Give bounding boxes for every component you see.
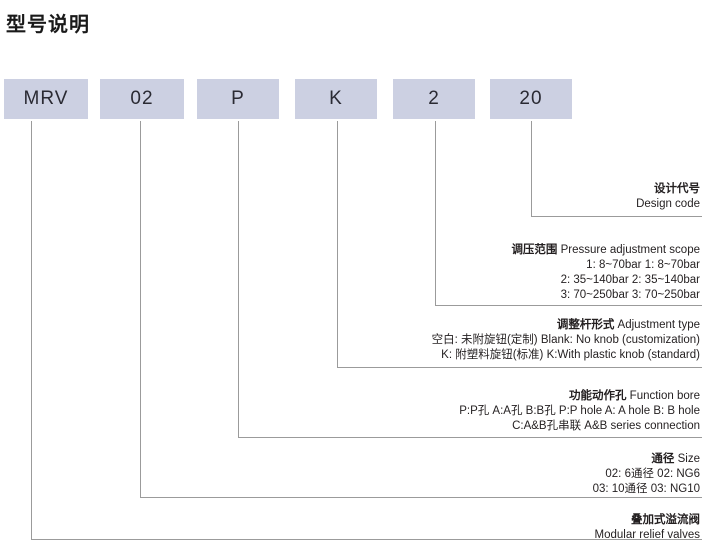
desc-product-heading-en: Modular relief valves xyxy=(594,529,700,541)
page-title: 型号说明 xyxy=(6,14,90,36)
desc-pressure-heading-en: Pressure adjustment scope xyxy=(560,244,700,256)
desc-pressure-option-1-en: 1: 8~70bar xyxy=(644,259,700,271)
leader-pressure xyxy=(434,121,702,307)
desc-function-bore-option-2-en: A&B series connection xyxy=(584,420,700,432)
desc-pressure: 调压范围 Pressure adjustment scope 1: 8~70ba… xyxy=(511,243,700,303)
code-box-design-label: 20 xyxy=(519,88,543,109)
desc-function-bore-option-1-cn: P:P孔 A:A孔 B:B孔 xyxy=(459,405,556,417)
desc-design-code-heading-cn: 设计代号 xyxy=(654,183,700,195)
desc-adjustment-option-2-cn: K: 附塑料旋钮(标准) xyxy=(441,349,544,361)
desc-adjustment-heading-cn: 调整杆形式 xyxy=(556,319,615,331)
desc-adjustment-heading-row: 调整杆形式 Adjustment type xyxy=(432,318,700,333)
desc-size-heading-row: 通径 Size xyxy=(593,452,700,467)
desc-pressure-option-1: 1: 8~70bar 1: 8~70bar xyxy=(511,258,700,273)
desc-size-heading-cn: 通径 xyxy=(651,453,675,465)
desc-function-bore-heading-cn: 功能动作孔 xyxy=(568,390,627,402)
desc-size: 通径 Size 02: 6通径 02: NG6 03: 10通径 03: NG1… xyxy=(593,452,700,497)
desc-pressure-option-2: 2: 35~140bar 2: 35~140bar xyxy=(511,273,700,288)
desc-size-option-1-cn: 02: 6通径 xyxy=(605,468,654,480)
desc-pressure-heading-cn: 调压范围 xyxy=(511,244,558,256)
desc-pressure-option-1-cn: 1: 8~70bar xyxy=(586,259,642,271)
desc-adjustment-option-1: 空白: 未附旋钮(定制) Blank: No knob (customizati… xyxy=(432,333,700,348)
desc-pressure-option-2-en: 2: 35~140bar xyxy=(631,274,700,286)
desc-function-bore: 功能动作孔 Function bore P:P孔 A:A孔 B:B孔 P:P h… xyxy=(459,389,700,434)
desc-pressure-option-3: 3: 70~250bar 3: 70~250bar xyxy=(511,288,700,303)
code-box-size-label: 02 xyxy=(130,88,154,109)
desc-adjustment-option-1-en: Blank: No knob (customization) xyxy=(540,334,700,346)
desc-function-bore-option-1-en: P:P hole A: A hole B: B hole xyxy=(558,405,700,417)
leader-product xyxy=(30,121,702,541)
desc-adjustment-option-2: K: 附塑料旋钮(标准) K:With plastic knob (standa… xyxy=(432,348,700,363)
code-box-pressure[interactable]: 2 xyxy=(393,79,475,119)
leader-adjustment xyxy=(336,121,702,369)
desc-function-bore-option-1: P:P孔 A:A孔 B:B孔 P:P hole A: A hole B: B h… xyxy=(459,404,700,419)
desc-size-option-2-en: 03: NG10 xyxy=(650,483,700,495)
code-box-series[interactable]: MRV xyxy=(4,79,88,119)
code-box-bore-label: P xyxy=(231,88,245,109)
desc-adjustment: 调整杆形式 Adjustment type 空白: 未附旋钮(定制) Blank… xyxy=(432,318,700,363)
desc-adjustment-option-2-en: K:With plastic knob (standard) xyxy=(546,349,700,361)
code-box-knob-label: K xyxy=(329,88,343,109)
code-box-series-label: MRV xyxy=(23,88,69,109)
desc-size-option-2: 03: 10通径 03: NG10 xyxy=(593,482,700,497)
desc-adjustment-heading-en: Adjustment type xyxy=(617,319,700,331)
code-box-design[interactable]: 20 xyxy=(490,79,572,119)
code-box-bore[interactable]: P xyxy=(197,79,279,119)
leader-design-code xyxy=(530,121,702,218)
desc-pressure-option-3-en: 3: 70~250bar xyxy=(631,289,700,301)
desc-function-bore-heading-row: 功能动作孔 Function bore xyxy=(459,389,700,404)
desc-function-bore-option-2: C:A&B孔串联 A&B series connection xyxy=(459,419,700,434)
desc-product-heading-cn: 叠加式溢流阀 xyxy=(631,514,700,526)
desc-function-bore-option-2-cn: C:A&B孔串联 xyxy=(512,420,582,432)
code-box-size[interactable]: 02 xyxy=(100,79,184,119)
desc-pressure-option-3-cn: 3: 70~250bar xyxy=(560,289,629,301)
code-box-pressure-label: 2 xyxy=(428,88,440,109)
desc-pressure-option-2-cn: 2: 35~140bar xyxy=(560,274,629,286)
desc-adjustment-option-1-cn: 空白: 未附旋钮(定制) xyxy=(431,334,538,346)
desc-design-code-heading-en: Design code xyxy=(636,198,700,210)
leader-function-bore xyxy=(237,121,702,439)
desc-size-option-1-en: 02: NG6 xyxy=(657,468,700,480)
desc-size-option-1: 02: 6通径 02: NG6 xyxy=(593,467,700,482)
code-box-knob[interactable]: K xyxy=(295,79,377,119)
desc-product: 叠加式溢流阀 Modular relief valves xyxy=(595,513,700,543)
desc-design-code: 设计代号 Design code xyxy=(636,182,700,212)
desc-function-bore-heading-en: Function bore xyxy=(629,390,700,402)
desc-pressure-heading-row: 调压范围 Pressure adjustment scope xyxy=(511,243,700,258)
leader-size xyxy=(139,121,702,499)
desc-size-option-2-cn: 03: 10通径 xyxy=(592,483,648,495)
desc-size-heading-en: Size xyxy=(677,453,700,465)
